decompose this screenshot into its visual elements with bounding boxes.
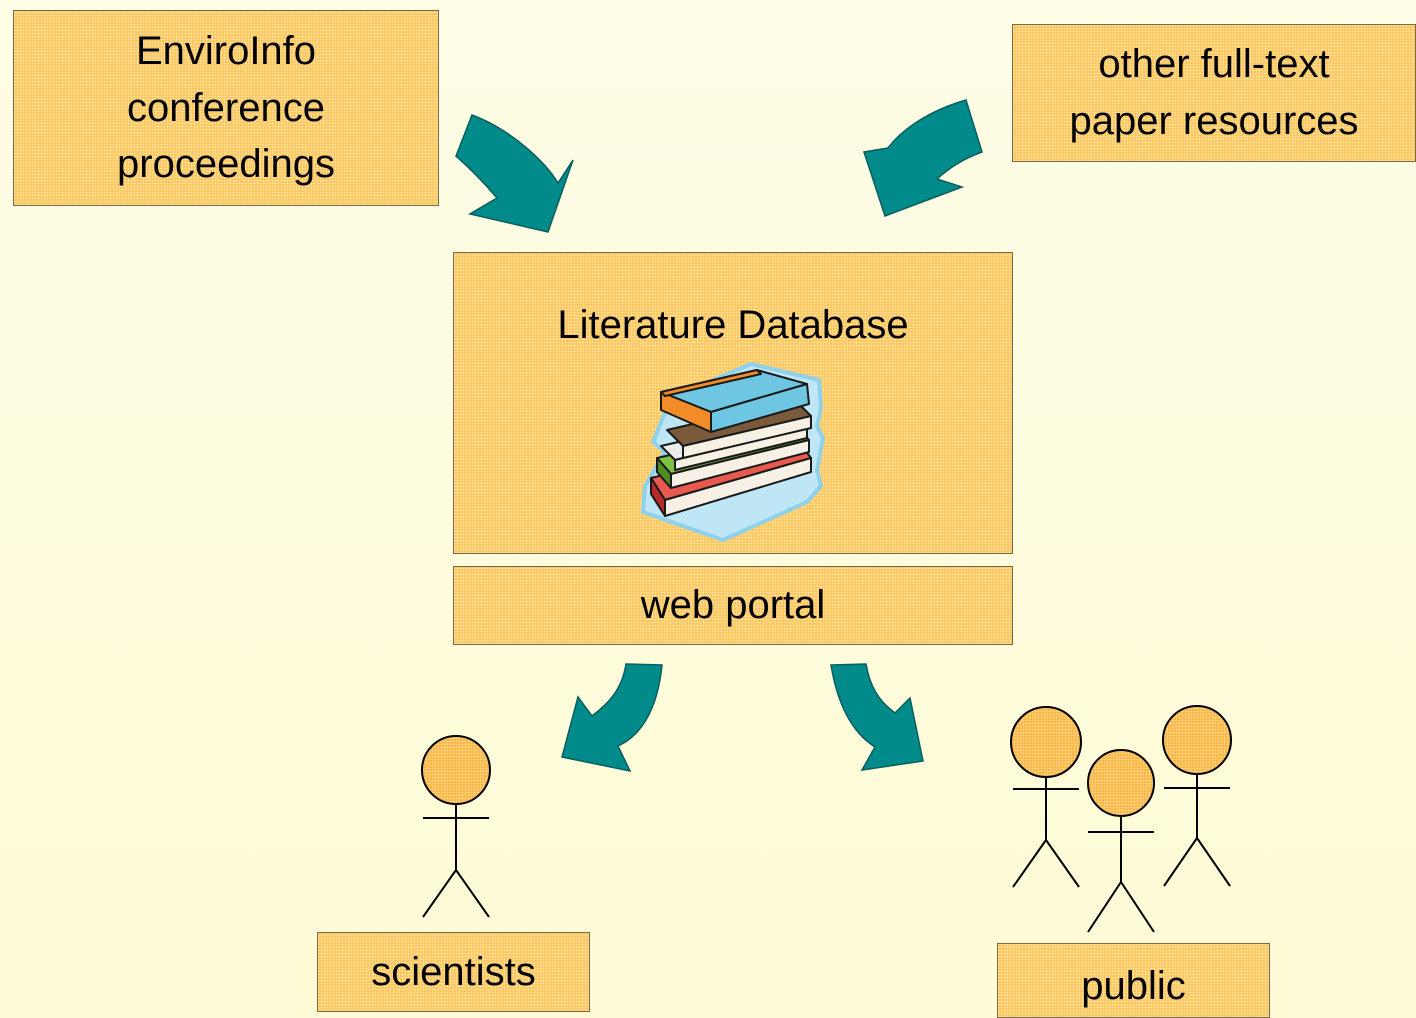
public-person-icon-center <box>1087 749 1155 933</box>
public-box: public <box>997 943 1270 1018</box>
literature-database-box: Literature Database <box>453 252 1013 554</box>
public-person-icon-right <box>1162 705 1232 887</box>
other-resources-line-2: paper resources <box>1069 99 1359 143</box>
public-person-icon-left <box>1010 706 1082 888</box>
database-title: Literature Database <box>557 303 909 347</box>
other-resources-line-1: other full-text <box>1098 42 1330 87</box>
enviroinfo-line-2: conference <box>127 85 325 130</box>
scientist-person-icon <box>421 735 491 918</box>
public-label: public <box>1081 964 1186 1008</box>
other-resources-box: other full-text paper resources <box>1012 24 1416 162</box>
arrow-enviroinfo-to-database <box>455 114 574 233</box>
scientists-label: scientists <box>371 949 536 994</box>
enviroinfo-line-1: EnviroInfo <box>135 28 317 73</box>
arrow-portal-to-public <box>830 663 924 771</box>
web-portal-label: web portal <box>640 583 826 628</box>
enviroinfo-proceedings-box: EnviroInfo conference proceedings <box>13 10 439 206</box>
arrow-other-to-database <box>863 99 983 217</box>
web-portal-box: web portal <box>453 566 1013 645</box>
books-stack-icon <box>641 361 825 542</box>
arrow-portal-to-scientists <box>561 663 663 773</box>
enviroinfo-line-3: proceedings <box>117 142 335 187</box>
scientists-box: scientists <box>317 932 590 1012</box>
